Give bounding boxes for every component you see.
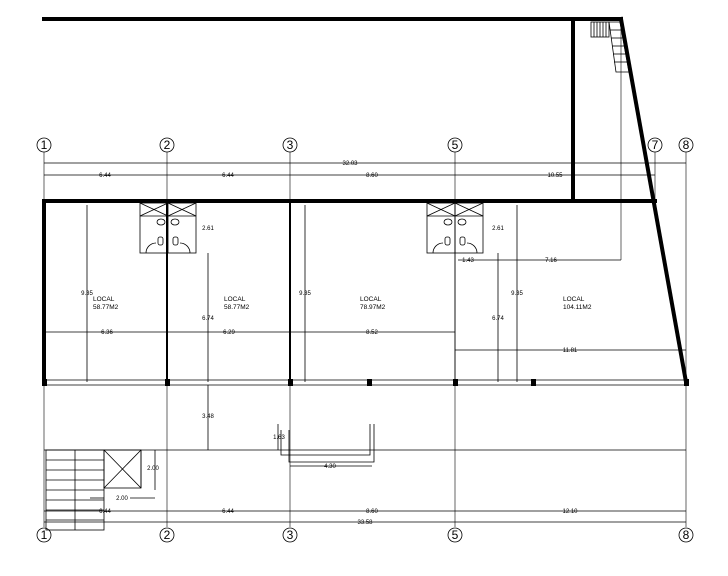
top-dimensions: 32.03 6.44 6.44 8.60 10.55	[44, 161, 686, 179]
dim-lower-front-depth: 3.48	[202, 414, 214, 420]
dim-top-seg-2: 6.44	[222, 173, 234, 179]
column-markers	[42, 379, 689, 386]
axis-bottom-5: 5	[452, 528, 459, 542]
bottom-dimensions: 6.44 6.44 8.60 12.10 33.58	[44, 509, 686, 526]
dim-depth-2: 6.74	[202, 316, 214, 322]
dim-small-1: 1.43	[462, 258, 474, 264]
axis-top-2: 2	[164, 138, 171, 152]
dim-width-1: 6.36	[101, 330, 113, 336]
stair-bottom-left	[45, 449, 156, 531]
dim-depth-4: 9.35	[511, 291, 523, 297]
room-4-name: LOCAL	[563, 296, 585, 303]
axis-bottom-1: 1	[41, 528, 48, 542]
interior-width-dimensions: 6.36 6.29 8.52 11.81 1.43 7.16 2.00 4.30	[44, 258, 686, 502]
room-4-area: 104.11M2	[563, 304, 592, 311]
room-1-area: 58.77M2	[93, 304, 119, 311]
axis-top-7: 7	[652, 138, 659, 152]
dim-bath-depth-1: 2.61	[202, 226, 214, 232]
dim-bath-depth-2: 2.61	[492, 226, 504, 232]
room-labels: LOCAL 58.77M2 LOCAL 58.77M2 LOCAL 78.97M…	[93, 296, 592, 311]
room-2-name: LOCAL	[224, 296, 246, 303]
dim-width-2: 6.29	[223, 330, 235, 336]
front-planter	[280, 424, 375, 463]
dim-lower-planter-width: 4.30	[324, 464, 336, 470]
room-3-area: 78.97M2	[360, 304, 386, 311]
axis-bottom-8: 8	[683, 528, 690, 542]
dim-bottom-seg-4: 12.10	[562, 509, 578, 515]
dim-depth-5: 6.74	[492, 316, 504, 322]
exterior-walls	[42, 16, 689, 385]
dim-lower-planter-depth: 1.63	[273, 435, 285, 441]
axis-bubbles-bottom: 1 2 3 5 8	[36, 527, 694, 543]
dim-top-total: 32.03	[342, 161, 358, 167]
dim-lower-stair-width: 2.00	[116, 496, 128, 502]
dim-top-seg-4: 10.55	[547, 173, 563, 179]
dim-top-seg-1: 6.44	[99, 173, 111, 179]
axis-top-1: 1	[41, 138, 48, 152]
axis-top-3: 3	[287, 138, 294, 152]
stair-top-right	[590, 21, 630, 73]
axis-bubbles-top: 1 2 3 5 7 8	[36, 137, 694, 153]
dim-bottom-seg-2: 6.44	[222, 509, 234, 515]
grid-lines	[43, 25, 687, 527]
dim-small-2: 7.16	[545, 258, 557, 264]
axis-bottom-2: 2	[164, 528, 171, 542]
dim-bottom-seg-3: 8.60	[366, 509, 378, 515]
room-3-name: LOCAL	[360, 296, 382, 303]
axis-bottom-3: 3	[287, 528, 294, 542]
dim-lower-stair-depth: 2.00	[147, 466, 159, 472]
axis-top-5: 5	[452, 138, 459, 152]
dim-width-4: 11.81	[563, 348, 578, 354]
bathroom-module-2	[426, 202, 484, 254]
dim-depth-3: 9.35	[299, 291, 311, 297]
room-1-name: LOCAL	[93, 296, 115, 303]
bathroom-module-1	[139, 202, 197, 254]
dim-bottom-seg-1: 6.44	[99, 509, 111, 515]
axis-top-8: 8	[683, 138, 690, 152]
dim-depth-1: 9.35	[81, 291, 93, 297]
interior-depth-dimensions: 9.35 6.74 9.35 9.35 6.74 2.61 2.61 3.48 …	[81, 226, 523, 488]
dim-width-3: 8.52	[366, 330, 378, 336]
dim-bottom-total: 33.58	[357, 520, 373, 526]
room-2-area: 58.77M2	[224, 304, 250, 311]
facade-line	[44, 379, 686, 451]
dim-top-seg-3: 8.60	[366, 173, 378, 179]
